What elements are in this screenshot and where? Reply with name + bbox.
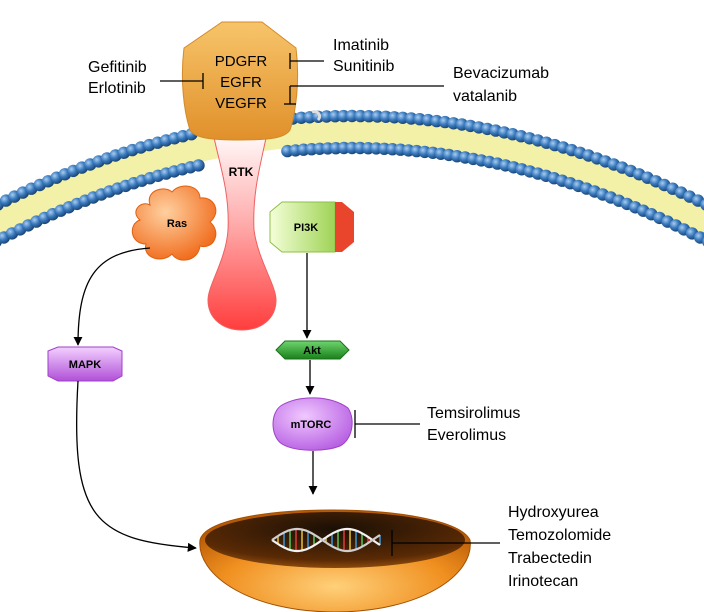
- membrane-outer-bead: [700, 199, 704, 211]
- erlotinib-label: Erlotinib: [88, 80, 146, 97]
- vegfr-label: VEGFR: [215, 95, 267, 112]
- mapk-node: [47, 346, 123, 382]
- membrane-core: [0, 119, 704, 237]
- temozolomide-label: Temozolomide: [508, 527, 611, 544]
- ras-label: Ras: [167, 218, 187, 230]
- imatinib-label: Imatinib: [333, 37, 389, 54]
- vatalanib-label: vatalanib: [453, 88, 517, 105]
- dna-strand-b: [271, 527, 381, 553]
- mtorc-node: [272, 397, 353, 451]
- ras-to-mapk-arrow: [73, 247, 151, 346]
- dna-helix: [271, 527, 381, 553]
- temsirolimus-label: Temsirolimus: [427, 405, 520, 422]
- hydroxyurea-label: Hydroxyurea: [508, 504, 599, 521]
- membrane-outer-leaflet: [0, 109, 704, 211]
- rtk-receptor-head: [181, 21, 299, 141]
- pi3k-label: PI3K: [294, 222, 319, 234]
- ras-node: [131, 185, 217, 261]
- membrane-inner-leaflet: [0, 141, 704, 247]
- membrane-inner-bead: [192, 159, 205, 172]
- sunitinib-label: Sunitinib: [333, 58, 394, 75]
- bevacizumab-label: Bevacizumab: [453, 65, 549, 82]
- everolimus-label: Everolimus: [427, 427, 506, 444]
- pdgfr-label: PDGFR: [215, 53, 268, 70]
- pathway-arrows: [73, 247, 318, 552]
- nucleus-opening: [205, 512, 465, 568]
- membrane-inner-bead: [694, 231, 704, 244]
- akt-label: Akt: [303, 345, 321, 357]
- nucleus: [199, 509, 471, 612]
- pi3k-red-cap: [335, 202, 354, 252]
- egfr-label: EGFR: [220, 74, 262, 91]
- mapk-label: MAPK: [69, 359, 101, 371]
- dna-strand-a: [271, 527, 381, 553]
- trabectedin-label: Trabectedin: [508, 550, 592, 567]
- mtorc-label: mTORC: [291, 419, 332, 431]
- gefitinib-label: Gefitinib: [88, 59, 147, 76]
- mapk-to-dna-arrow: [75, 380, 197, 552]
- rtk-stem: [207, 127, 277, 331]
- dna-inhibitor: [391, 530, 500, 556]
- mtorc-inhibitor: [354, 410, 420, 438]
- rtk-label: RTK: [229, 165, 254, 179]
- akt-node: [275, 340, 350, 360]
- irinotecan-label: Irinotecan: [508, 573, 578, 590]
- receptor-inhibitor-lines: [160, 53, 444, 105]
- cell-membrane: [0, 109, 704, 247]
- vegfr-hook-icon: [311, 110, 322, 122]
